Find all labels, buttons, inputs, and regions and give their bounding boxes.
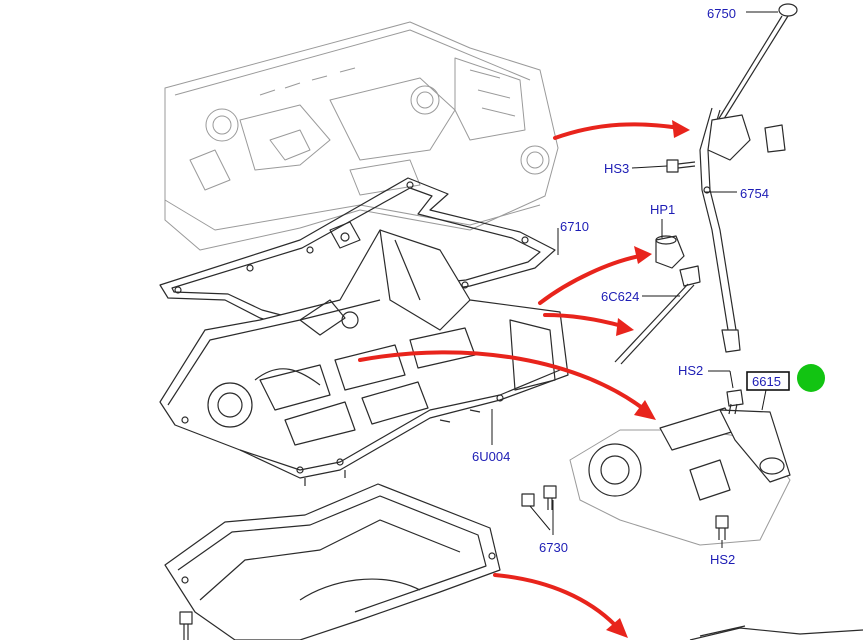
arrow-head xyxy=(606,618,628,638)
red-arrows xyxy=(358,120,690,638)
arrow-head xyxy=(634,246,652,264)
bolt-hs2-bottom xyxy=(715,515,729,540)
arrow-pan-to-sensor xyxy=(543,313,624,328)
part-fragment-bottom-right xyxy=(689,625,863,640)
drain-plug xyxy=(179,611,193,640)
callout-hp1[interactable]: HP1 xyxy=(650,202,675,217)
callout-hs2-top[interactable]: HS2 xyxy=(678,363,703,378)
dipstick-6750 xyxy=(717,3,798,123)
arrow-head xyxy=(616,318,634,336)
arrow-head xyxy=(672,120,690,138)
leader-lines xyxy=(491,11,778,548)
dipstick-tube-6754 xyxy=(699,107,786,353)
selected-part-marker[interactable] xyxy=(797,364,825,392)
callout-6615[interactable]: 6615 xyxy=(752,374,781,389)
arrow-lower-pan-to-next xyxy=(493,573,617,627)
callout-hs2-bottom[interactable]: HS2 xyxy=(710,552,735,567)
callout-6u004[interactable]: 6U004 xyxy=(472,449,510,464)
sensor-6c624 xyxy=(614,265,701,365)
bolts-6730 xyxy=(521,485,557,510)
callout-6615-box xyxy=(746,371,790,391)
gasket-6710 xyxy=(159,177,556,331)
bolt-hs2-top xyxy=(726,389,744,415)
cap-hp1 xyxy=(655,235,685,269)
oil-pan-upper-6u004 xyxy=(159,229,569,486)
callout-6730[interactable]: 6730 xyxy=(539,540,568,555)
callout-6754[interactable]: 6754 xyxy=(740,186,769,201)
oil-pan-lower xyxy=(164,483,501,640)
callout-6750[interactable]: 6750 xyxy=(707,6,736,21)
callouts: 6750 HS3 6754 HP1 6710 6C624 HS2 6615 6U… xyxy=(472,6,790,567)
arrow-pan-to-pickup xyxy=(358,350,647,412)
arrow-pan-to-cap xyxy=(538,254,642,305)
callout-hs3[interactable]: HS3 xyxy=(604,161,629,176)
arrow-head xyxy=(634,400,656,420)
bolt-hs3 xyxy=(666,159,696,173)
arrow-block-to-tube xyxy=(553,122,682,140)
engine-block xyxy=(164,21,559,251)
callout-6710[interactable]: 6710 xyxy=(560,219,589,234)
oil-pickup-6615 xyxy=(569,407,791,546)
callout-6c624[interactable]: 6C624 xyxy=(601,289,639,304)
